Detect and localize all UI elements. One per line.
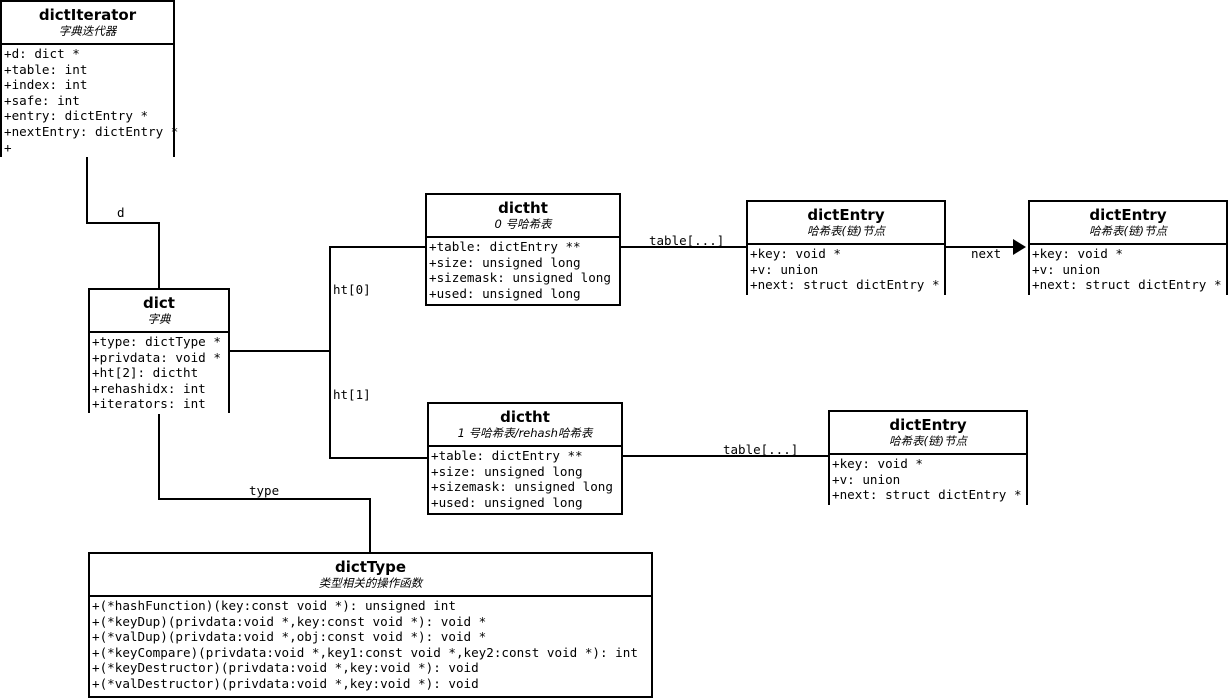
- class-subtitle-dictentry-0: 哈希表(链)节点: [807, 224, 885, 238]
- class-attribute: +: [4, 139, 12, 155]
- class-header-dicttype: dictType 类型相关的操作函数: [90, 554, 651, 597]
- class-box-dictht0[interactable]: dictht 0 号哈希表 +table: dictEntry ** +size…: [425, 193, 621, 306]
- class-title-dictht0: dictht: [498, 199, 548, 217]
- class-attribute: +used: unsigned long: [431, 494, 583, 510]
- class-attribute: +key: void *: [750, 246, 841, 261]
- edge-type-segment-2: [158, 498, 371, 500]
- class-body-dictiterator: +d: dict * +table: int +index: int +safe…: [2, 45, 179, 158]
- class-box-dictiterator[interactable]: dictIterator 字典迭代器 +d: dict * +table: in…: [0, 0, 179, 158]
- class-attribute: +table: dictEntry **: [429, 239, 581, 254]
- class-attribute: +nextEntry: dictEntry *: [4, 123, 179, 139]
- class-attribute: +table: dictEntry **: [431, 448, 583, 463]
- class-body-dictht0: +table: dictEntry ** +size: unsigned lon…: [427, 238, 619, 304]
- edge-d-segment-2: [86, 222, 160, 224]
- class-title-dictentry-0: dictEntry: [807, 206, 885, 224]
- class-attribute: +privdata: void *: [92, 349, 221, 365]
- class-body-dictentry-0: +key: void * +v: union +next: struct dic…: [748, 245, 944, 295]
- class-subtitle-dicttype: 类型相关的操作函数: [318, 576, 423, 590]
- class-subtitle-dictiterator: 字典迭代器: [58, 24, 117, 38]
- class-title-dictentry-2: dictEntry: [889, 416, 967, 434]
- edge-d-segment-1: [86, 157, 88, 224]
- class-body-dict: +type: dictType * +privdata: void * +ht[…: [90, 333, 228, 414]
- edge-label-ht1: ht[1]: [333, 387, 371, 402]
- class-subtitle-dictentry-2: 哈希表(链)节点: [889, 434, 967, 448]
- class-attribute: +v: union: [1032, 261, 1101, 277]
- class-title-dictentry-1: dictEntry: [1089, 206, 1167, 224]
- class-box-dict[interactable]: dict 字典 +type: dictType * +privdata: voi…: [88, 288, 230, 414]
- class-header-dictiterator: dictIterator 字典迭代器: [2, 2, 173, 45]
- class-attribute: +(*keyDup)(privdata:void *,key:const voi…: [92, 613, 487, 629]
- class-title-dictht1: dictht: [500, 408, 550, 426]
- class-body-dicttype: +(*hashFunction)(key:const void *): unsi…: [90, 597, 651, 694]
- class-attribute: +next: struct dictEntry *: [1032, 277, 1222, 293]
- edge-next-segment: [944, 246, 1020, 248]
- class-attribute: +v: union: [750, 261, 819, 277]
- class-body-dictentry-1: +key: void * +v: union +next: struct dic…: [1030, 245, 1226, 295]
- edge-label-next: next: [971, 246, 1002, 261]
- class-subtitle-dictht1: 1 号哈希表/rehash哈希表: [457, 426, 593, 440]
- class-attribute: +next: struct dictEntry *: [750, 277, 940, 293]
- class-attribute: +iterators: int: [92, 396, 206, 412]
- edge-type-segment-3: [369, 498, 371, 553]
- class-attribute: +(*valDestructor)(privdata:void *,key:vo…: [92, 675, 479, 691]
- class-header-dictentry-0: dictEntry 哈希表(链)节点: [748, 202, 944, 245]
- class-title-dicttype: dictType: [334, 558, 407, 576]
- edge-ht1-segment: [329, 457, 431, 459]
- class-attribute: +size: unsigned long: [429, 254, 581, 270]
- class-attribute: +d: dict *: [4, 46, 80, 61]
- class-box-dictentry-0[interactable]: dictEntry 哈希表(链)节点 +key: void * +v: unio…: [746, 200, 946, 295]
- class-header-dictht1: dictht 1 号哈希表/rehash哈希表: [429, 404, 621, 447]
- edge-ht-spine: [329, 247, 331, 459]
- edge-type-segment-1: [158, 412, 160, 500]
- edge-label-d: d: [117, 205, 125, 220]
- class-attribute: +(*keyDestructor)(privdata:void *,key:vo…: [92, 660, 479, 676]
- edge-table0-segment: [620, 246, 748, 248]
- class-header-dictentry-2: dictEntry 哈希表(链)节点: [830, 412, 1026, 455]
- edge-table1-segment: [622, 455, 830, 457]
- class-subtitle-dictht0: 0 号哈希表: [494, 217, 552, 231]
- class-attribute: +(*keyCompare)(privdata:void *,key1:cons…: [92, 644, 638, 660]
- class-attribute: +rehashidx: int: [92, 380, 206, 396]
- class-subtitle-dictentry-1: 哈希表(链)节点: [1089, 224, 1167, 238]
- edge-label-table1: table[...]: [723, 442, 799, 457]
- class-attribute: +ht[2]: dictht: [92, 365, 199, 381]
- edge-label-table0: table[...]: [649, 233, 725, 248]
- class-header-dictht0: dictht 0 号哈希表: [427, 195, 619, 238]
- class-attribute: +entry: dictEntry *: [4, 108, 149, 124]
- edge-ht0-segment: [329, 246, 431, 248]
- class-title-dictiterator: dictIterator: [38, 6, 137, 24]
- class-body-dictentry-2: +key: void * +v: union +next: struct dic…: [830, 455, 1026, 505]
- edge-d-segment-3: [158, 222, 160, 290]
- class-box-dicttype[interactable]: dictType 类型相关的操作函数 +(*hashFunction)(key:…: [88, 552, 653, 698]
- class-attribute: +next: struct dictEntry *: [832, 487, 1022, 503]
- class-subtitle-dict: 字典: [147, 312, 171, 326]
- class-attribute: +safe: int: [4, 92, 80, 108]
- class-attribute: +table: int: [4, 61, 88, 77]
- class-attribute: +v: union: [832, 471, 901, 487]
- edge-next-arrowhead: [1013, 239, 1026, 255]
- edge-dict-to-ht-spine: [230, 350, 331, 352]
- class-attribute: +size: unsigned long: [431, 463, 583, 479]
- class-box-dictentry-2[interactable]: dictEntry 哈希表(链)节点 +key: void * +v: unio…: [828, 410, 1028, 505]
- class-attribute: +sizemask: unsigned long: [429, 270, 611, 286]
- class-attribute: +(*hashFunction)(key:const void *): unsi…: [92, 598, 456, 613]
- class-body-dictht1: +table: dictEntry ** +size: unsigned lon…: [429, 447, 621, 513]
- class-attribute: +used: unsigned long: [429, 285, 581, 301]
- edge-label-ht0: ht[0]: [333, 282, 371, 297]
- class-attribute: +sizemask: unsigned long: [431, 479, 613, 495]
- class-box-dictht1[interactable]: dictht 1 号哈希表/rehash哈希表 +table: dictEntr…: [427, 402, 623, 515]
- class-box-dictentry-1[interactable]: dictEntry 哈希表(链)节点 +key: void * +v: unio…: [1028, 200, 1228, 295]
- class-attribute: +key: void *: [832, 456, 923, 471]
- class-attribute: +type: dictType *: [92, 334, 221, 349]
- class-title-dict: dict: [143, 294, 175, 312]
- class-attribute: +index: int: [4, 77, 88, 93]
- class-header-dict: dict 字典: [90, 290, 228, 333]
- class-attribute: +key: void *: [1032, 246, 1123, 261]
- edge-label-type: type: [249, 483, 280, 498]
- class-attribute: +(*valDup)(privdata:void *,obj:const voi…: [92, 629, 487, 645]
- class-header-dictentry-1: dictEntry 哈希表(链)节点: [1030, 202, 1226, 245]
